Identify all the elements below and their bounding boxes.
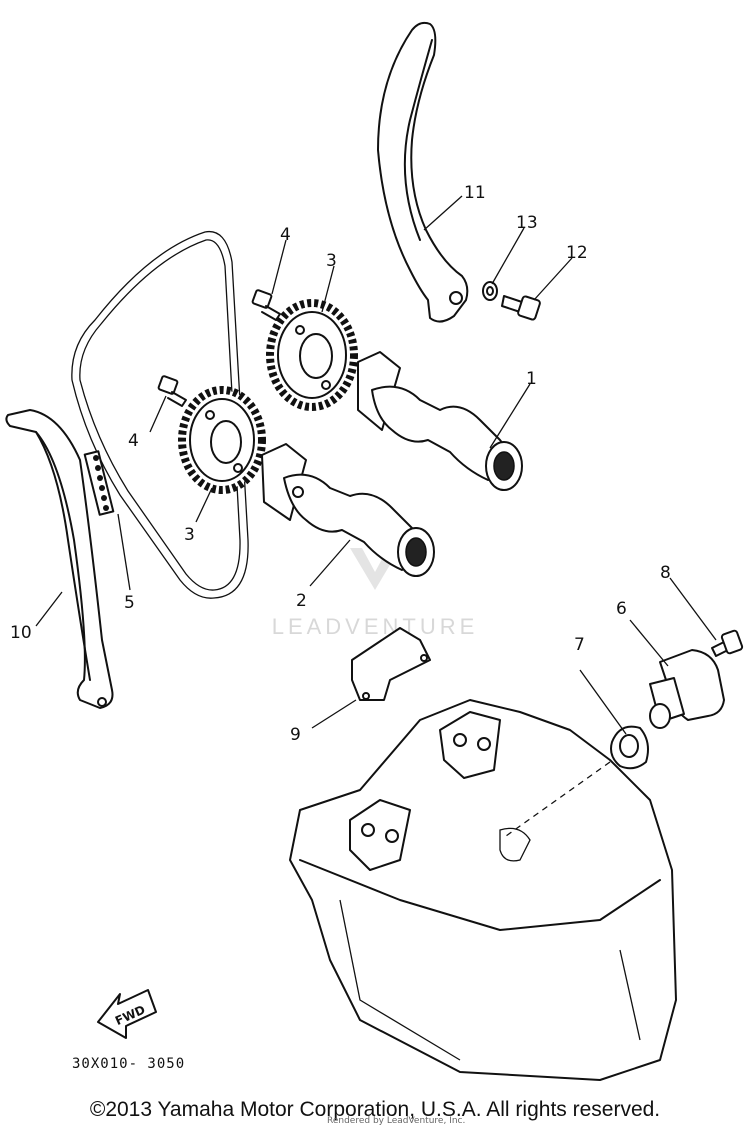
- callout-4-upper: 4: [280, 225, 291, 245]
- render-credit: Rendered by LeadVenture, Inc.: [327, 1116, 466, 1126]
- callout-3-lower: 3: [184, 525, 195, 545]
- sprocket-bolt-lower: [157, 375, 187, 407]
- cylinder-head: [289, 699, 677, 1081]
- chain-tensioner: [649, 649, 725, 729]
- timing-chain: [71, 230, 249, 599]
- tensioner-bolt: [711, 629, 744, 657]
- chain-guide-upper: [377, 21, 469, 323]
- callout-12: 12: [566, 243, 588, 263]
- cover-bracket: [351, 627, 431, 701]
- camshaft-intake: [261, 443, 435, 577]
- diagram-part-code: 30X010- 3050: [72, 1056, 185, 1072]
- forward-arrow-icon: FWD: [97, 989, 157, 1039]
- leader-lines: [35, 195, 717, 735]
- camshaft-exhaust: [357, 351, 523, 491]
- sprocket-bolt-upper: [251, 289, 281, 321]
- callout-6: 6: [616, 599, 627, 619]
- callout-8: 8: [660, 563, 671, 583]
- cam-sprocket-upper: [266, 299, 358, 411]
- cam-sprocket-lower: [178, 386, 266, 494]
- chain-link-part: [83, 450, 115, 516]
- callout-4-lower: 4: [128, 431, 139, 451]
- chain-guide-front: [5, 409, 114, 709]
- callout-5: 5: [124, 593, 135, 613]
- guide-bolt: [501, 295, 541, 321]
- callout-9: 9: [290, 725, 301, 745]
- tensioner-gasket: [610, 725, 649, 770]
- watermark-text: LEADVENTURE: [272, 614, 479, 639]
- callout-3-upper: 3: [326, 251, 337, 271]
- washer-part: [482, 281, 498, 301]
- callout-1: 1: [526, 369, 537, 389]
- callout-11: 11: [464, 183, 486, 203]
- copyright-notice: ©2013 Yamaha Motor Corporation, U.S.A. A…: [89, 1098, 661, 1121]
- callout-10: 10: [10, 623, 32, 643]
- callout-13: 13: [516, 213, 538, 233]
- callout-7: 7: [574, 635, 585, 655]
- callout-2: 2: [296, 591, 307, 611]
